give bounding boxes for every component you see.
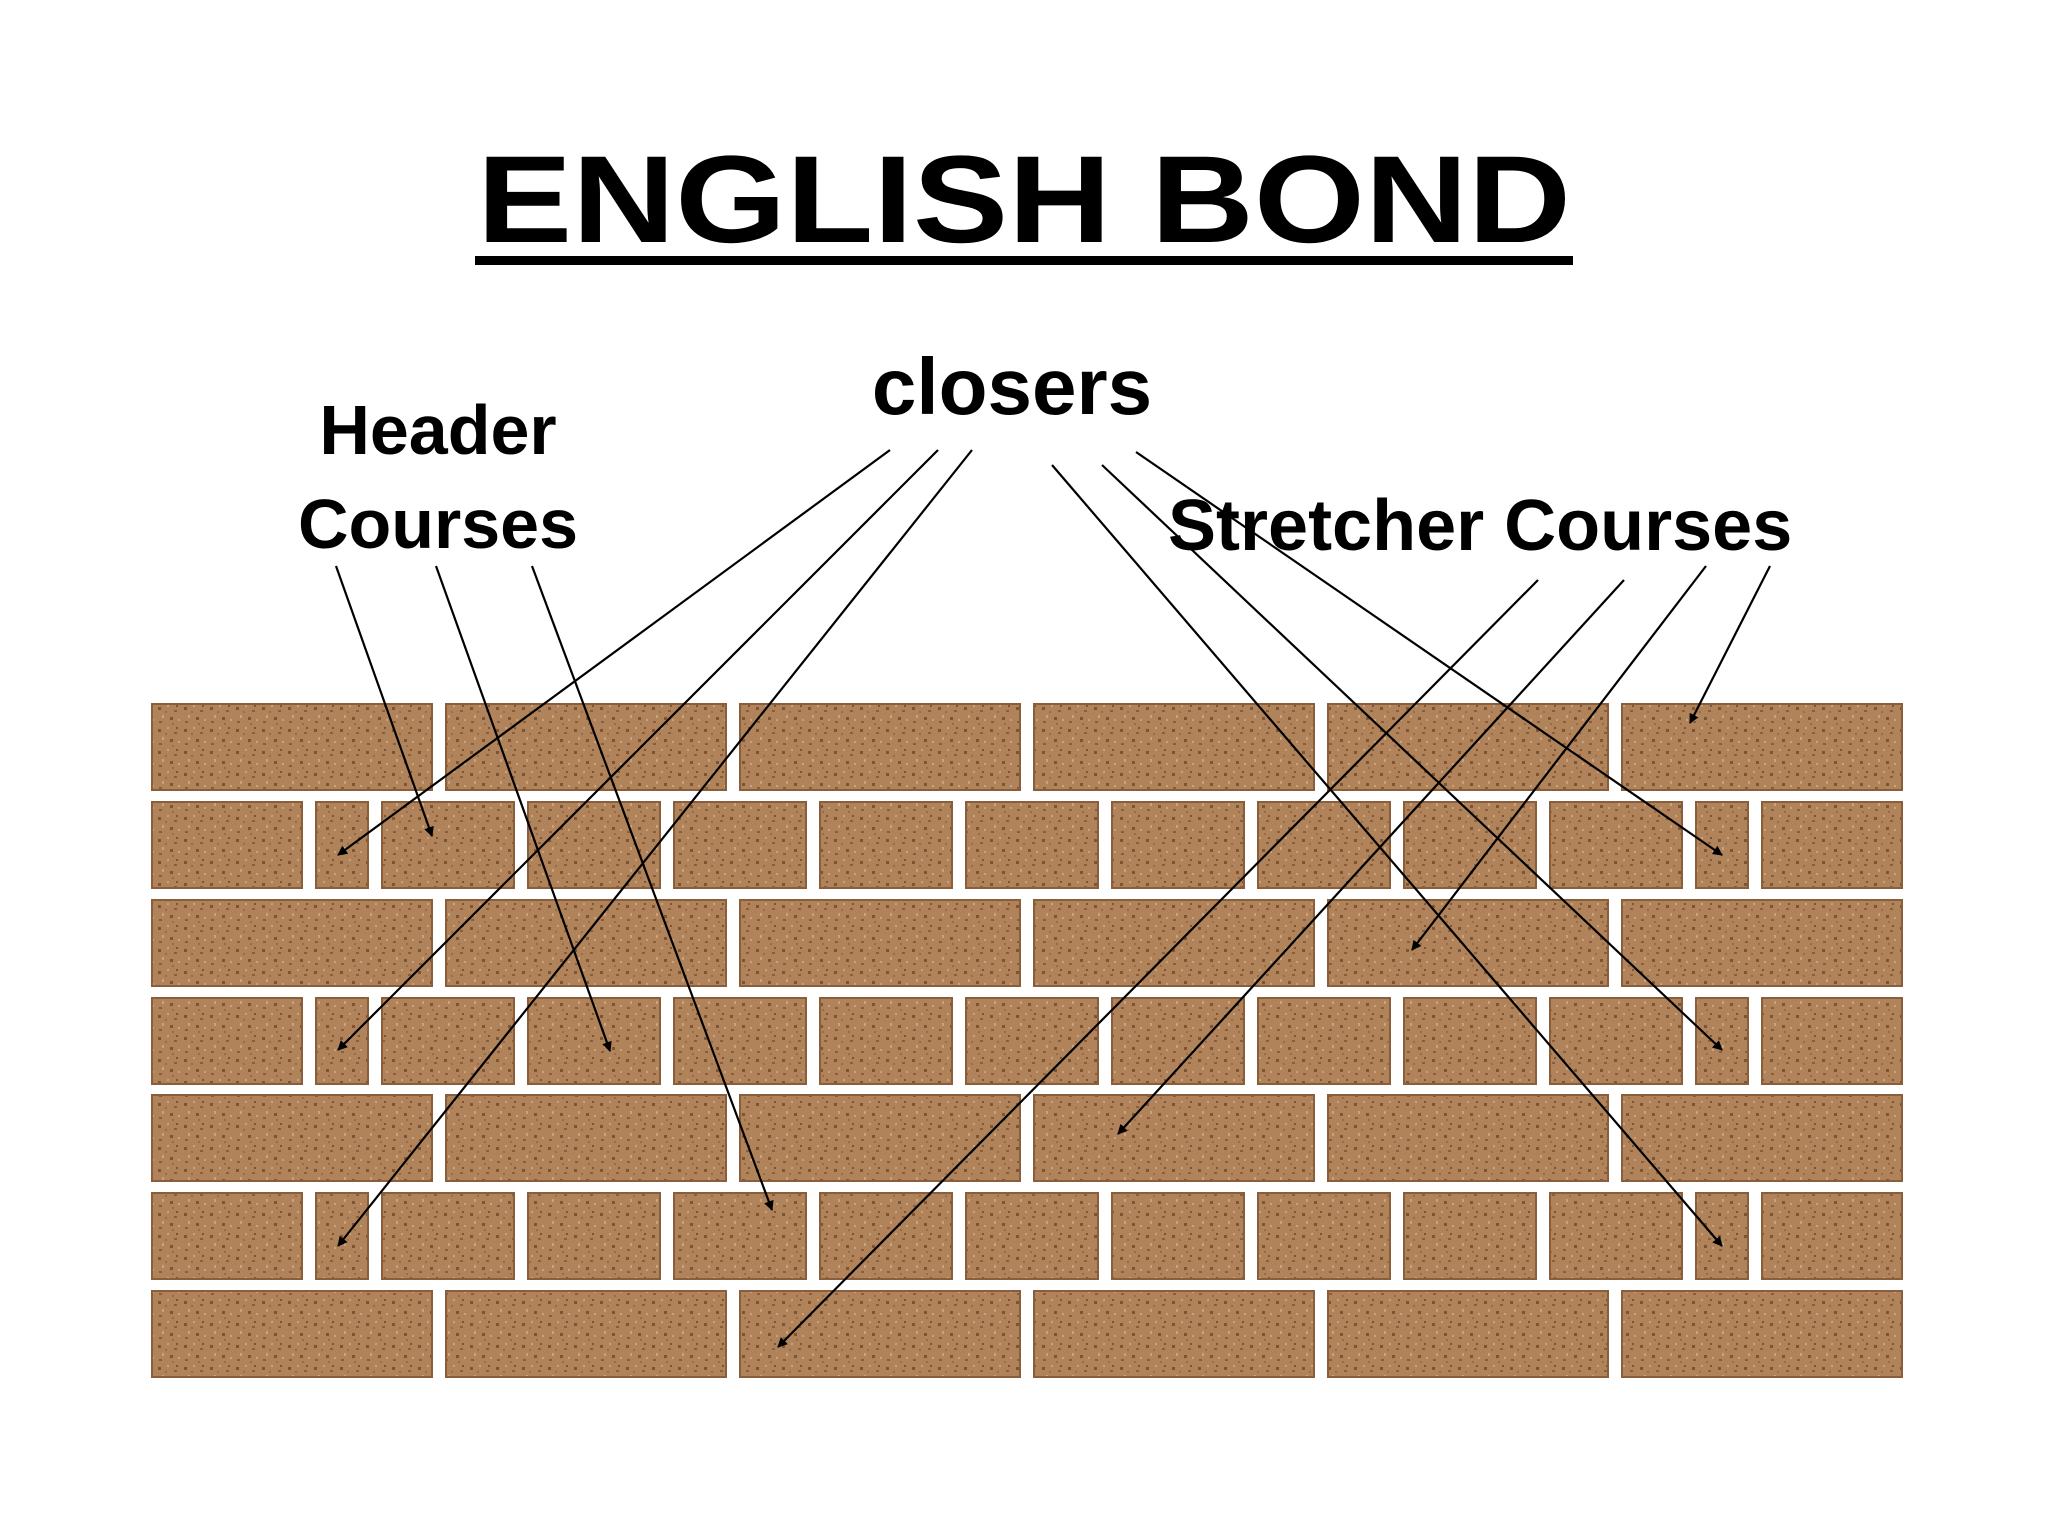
closers-leader-line [337,449,939,1051]
header-brick [151,997,303,1085]
header-brick [1257,801,1391,889]
stretcher-courses-leader-line [1411,565,1707,951]
header-brick [151,1192,303,1280]
header-brick [819,997,953,1085]
header-brick [965,1192,1099,1280]
brick-wall [151,703,1903,1378]
stretcher-brick [1327,1290,1609,1378]
stretcher-brick [1033,1290,1315,1378]
header-brick [1111,997,1245,1085]
labels-group: closers Header Courses Stretcher Courses [298,342,1792,566]
header-courses-label-line1: Header [319,391,556,469]
header-brick [151,801,303,889]
header-brick [673,801,807,889]
closers-leader-line [337,449,891,856]
header-brick [1257,997,1391,1085]
closer-brick [1695,997,1749,1085]
stretcher-brick [739,703,1021,791]
header-brick [673,997,807,1085]
closer-brick [1695,801,1749,889]
stretcher-brick [151,899,433,987]
header-courses-leader-line [334,565,434,837]
stretcher-brick [1033,703,1315,791]
header-brick [381,1192,515,1280]
header-brick [1111,1192,1245,1280]
stretcher-courses-leader-line [1117,579,1625,1135]
header-brick [819,1192,953,1280]
stretcher-brick [1621,1094,1903,1182]
title-group: ENGLISH BOND [475,131,1573,269]
stretcher-brick [151,1094,433,1182]
header-brick [1549,1192,1683,1280]
leader-lines [334,449,1771,1348]
header-courses-label-line2: Courses [298,485,578,563]
closers-leader-line [1051,464,1723,1247]
header-brick [1761,1192,1903,1280]
stretcher-courses-leader-line [777,579,1539,1348]
closer-brick [315,997,369,1085]
header-brick [1549,801,1683,889]
stretcher-brick [445,1094,727,1182]
stretcher-brick [739,899,1021,987]
header-brick [527,997,661,1085]
stretcher-courses-label: Stretcher Courses [1168,486,1792,566]
stretcher-brick [1621,703,1903,791]
header-brick [1403,997,1537,1085]
closers-leader-line [1101,464,1723,1051]
header-brick [1761,801,1903,889]
header-brick [965,801,1099,889]
stretcher-brick [445,1290,727,1378]
header-brick [1761,997,1903,1085]
stretcher-brick [151,703,433,791]
header-brick [1111,801,1245,889]
header-brick [1257,1192,1391,1280]
closers-label: closers [872,342,1152,431]
page-title: ENGLISH BOND [477,131,1571,269]
header-brick [527,801,661,889]
closer-brick [315,1192,369,1280]
stretcher-brick [1327,1094,1609,1182]
header-brick [673,1192,807,1280]
title-underline [475,256,1573,265]
stretcher-brick [445,703,727,791]
header-brick [1403,1192,1537,1280]
header-brick [527,1192,661,1280]
closers-leader-line [1135,451,1723,856]
closer-brick [315,801,369,889]
stretcher-courses-leader-line [1689,565,1771,724]
header-courses-leader-line [530,565,774,1211]
header-brick [381,801,515,889]
stretcher-brick [1033,1094,1315,1182]
stretcher-brick [1621,899,1903,987]
stretcher-brick [151,1290,433,1378]
header-brick [1549,997,1683,1085]
header-courses-leader-line [434,565,612,1052]
stretcher-brick [1327,899,1609,987]
closer-brick [1695,1192,1749,1280]
stretcher-brick [739,1094,1021,1182]
stretcher-brick [1327,703,1609,791]
header-brick [381,997,515,1085]
header-brick [819,801,953,889]
stretcher-brick [1621,1290,1903,1378]
stretcher-brick [1033,899,1315,987]
stretcher-brick [739,1290,1021,1378]
closers-leader-line [337,449,973,1247]
header-brick [965,997,1099,1085]
